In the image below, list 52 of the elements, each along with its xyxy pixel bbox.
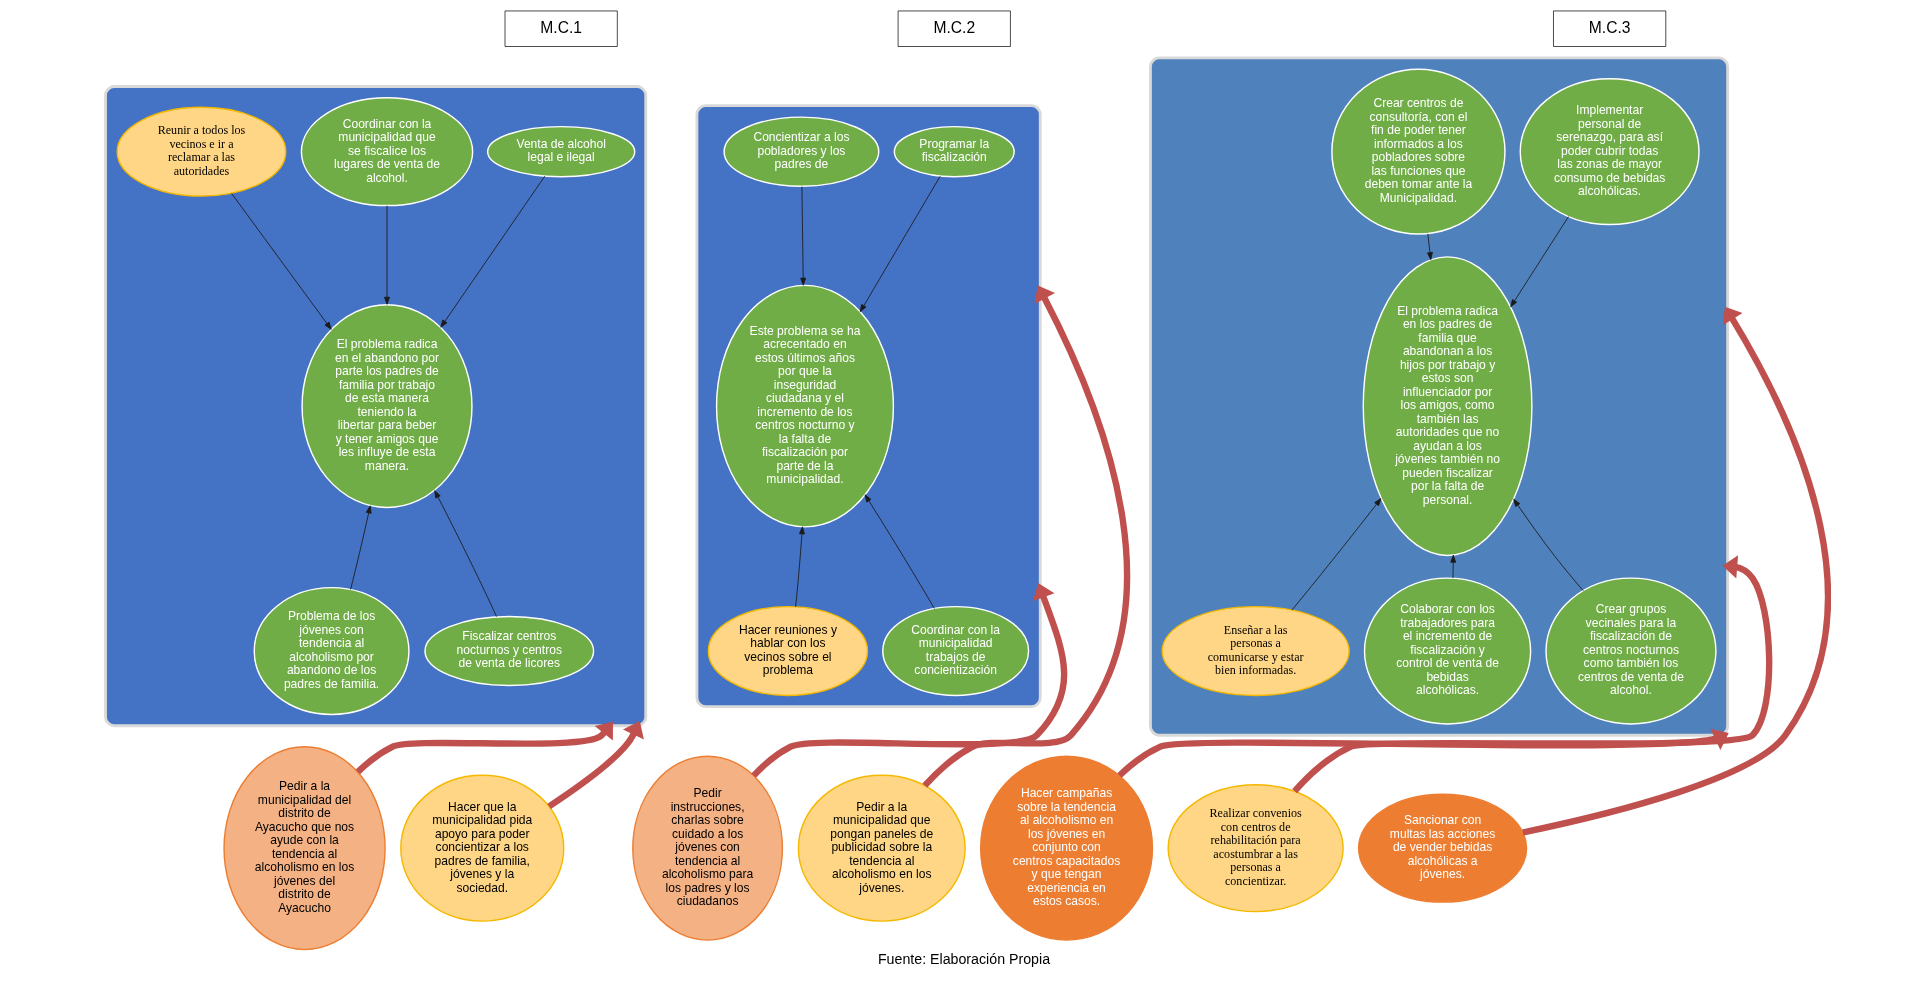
node-box: M.C.1	[504, 10, 618, 47]
arrow	[1510, 216, 1569, 308]
cluster	[104, 85, 648, 728]
arrow	[1117, 728, 1729, 778]
node-circle: Hacer campañas sobre la tendencia al alcoholismo en los jóvenes en conjunto con centros capacitados y que tengan experiencia en estos casos.	[979, 755, 1154, 941]
cluster	[1149, 56, 1730, 737]
node-ellipse: Hacer reuniones y hablar con los vecinos sobre el problema	[707, 605, 869, 697]
node-ellipse: Colaborar con los trabajadores para el incremento de fiscalización y control de venta de bebidas alcohólicas.	[1363, 577, 1532, 725]
node-ellipse: Pedir instrucciones, charlas sobre cuidado a los jóvenes con tendencia al alcoholismo para los padres y los ciudadanos	[632, 755, 784, 941]
node-ellipse: Implementar personal de serenazgo, para así poder cubrir todas las zonas de mayor consumo de bebidas alcohólicas.	[1519, 78, 1700, 226]
node-ellipse: El problema radica en el abandono por parte los padres de familia por trabajo de esta manera teniendo la libertar para beber y tener amigos que les influye de esta manera.	[301, 304, 473, 509]
arrow	[231, 192, 332, 330]
node-box: M.C.3	[1553, 10, 1667, 47]
arrow	[547, 721, 644, 809]
arrow	[1292, 555, 1773, 794]
node-ellipse: Realizar convenios con centros de rehabilitación para acostumbrar a las personas a concientizar.	[1167, 784, 1344, 913]
arrow	[1427, 233, 1433, 261]
node-ellipse: Problema de los jóvenes con tendencia al alcoholismo por abandono de los padres de familia.	[253, 586, 410, 716]
node-circle: Crear centros de consultoría, con el fin de poder tener informados a los pobladores sobre las funciones que deben tomar ante la Municipalidad.	[1331, 68, 1506, 235]
arrow	[355, 721, 613, 775]
node-ellipse: Reunir a todos los vecinos e ir a reclamar a las autoridades	[116, 106, 287, 197]
node-ellipse: Coordinar con la municipalidad trabajos de concientización	[882, 605, 1030, 697]
node-ellipse: Enseñar a las personas a comunicarse y estar bien informadas.	[1161, 605, 1350, 697]
caption: Fuente: Elaboración Propia	[877, 950, 1051, 967]
cluster	[695, 104, 1042, 709]
node-ellipse: Coordinar con la municipalidad que se fiscalice los lugares de venta de alcohol.	[300, 97, 474, 207]
arrow	[922, 285, 1130, 788]
node-ellipse: Hacer que la municipalidad pida apoyo para poder concientizar a los padres de familia, jóvenes y la sociedad.	[400, 774, 565, 922]
node-ellipse: El problema radica en los padres de familia que abandonan a los hijos por trabajo y estos son influenciador por los amigos, como también las autoridades que no ayudan a los jóvenes también no pueden fiscalizar por la falta de personal.	[1362, 256, 1533, 557]
arrow	[751, 583, 1068, 778]
arrow	[384, 205, 390, 305]
arrow	[800, 186, 807, 286]
arrow	[864, 494, 935, 609]
node-ellipse: Pedir a la municipalidad del distrito de Ayacucho que nos ayude con la tendencia al alcoholismo en los jóvenes del distrito de Ayacucho	[223, 746, 386, 951]
node-ellipse: Sancionar con multas las acciones de vender bebidas alcohólicas a jóvenes.	[1357, 793, 1528, 903]
node-ellipse: Programar la fiscalización	[893, 125, 1015, 178]
arrow	[795, 526, 805, 608]
node-box: M.C.2	[897, 10, 1011, 47]
arrow	[1450, 554, 1457, 579]
node-ellipse: Concientizar a los pobladores y los padres de	[723, 116, 880, 187]
node-ellipse: Fiscalizar centros nocturnos y centros de venta de licores	[424, 615, 595, 687]
arrow	[1522, 306, 1831, 836]
arrow	[440, 175, 546, 328]
node-ellipse: Venta de alcohol legal e ilegal	[486, 125, 636, 178]
arrow	[434, 490, 497, 617]
arrow	[1513, 498, 1584, 592]
arrow	[1291, 498, 1382, 611]
node-ellipse: Crear grupos vecinales para la fiscalización de centros nocturnos como también los centros de venta de alcohol.	[1545, 577, 1717, 725]
node-ellipse: Este problema se ha acrecentado en estos últimos años por que la inseguridad ciudadana y el incremento de los centros nocturno y la falta de fiscalización por parte de la municipalidad.	[715, 284, 895, 528]
node-ellipse: Pedir a la municipalidad que pongan paneles de publicidad sobre la tendencia al alcoholismo en los jóvenes.	[797, 774, 966, 922]
arrow	[350, 505, 372, 590]
arrow	[859, 175, 941, 313]
